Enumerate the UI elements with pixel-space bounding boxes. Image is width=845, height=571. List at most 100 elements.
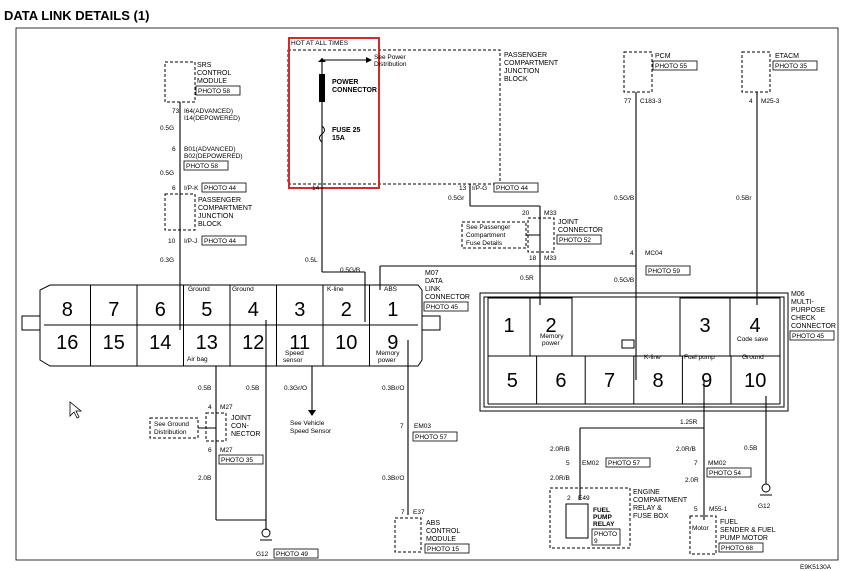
motor-label: Motor <box>692 525 709 532</box>
ecrfb-label: ENGINE <box>633 489 660 496</box>
srs-jb-label3: JUNCTION <box>198 213 233 220</box>
relay-photo-num: 9 <box>594 538 598 545</box>
mc04-label: MC04 <box>645 250 663 257</box>
m33b-label: M33 <box>544 255 557 262</box>
photo-44c-label: PHOTO 44 <box>204 238 236 245</box>
pcjb-label2: COMPARTMENT <box>504 60 559 67</box>
wire-03g-label: 0.3G <box>160 257 174 264</box>
power-connector-icon <box>319 74 325 102</box>
m06-pin-8: 8 <box>653 370 664 392</box>
fuse-icon <box>319 125 325 143</box>
dlc-pin-2: 2 <box>341 299 352 321</box>
em02-label: EM02 <box>582 460 599 467</box>
m06-label-fuelpump: Fuel pump <box>684 354 715 361</box>
fuel-pump-motor <box>689 515 717 555</box>
m06-pin-7: 7 <box>604 370 615 392</box>
m06-label: M06 <box>791 291 805 298</box>
wire-03gro-label: 0.3Gr/O <box>284 385 307 392</box>
m06-pin-1: 1 <box>503 315 514 337</box>
m06-label2: MULTI- <box>791 299 814 306</box>
mc04-pin-label: 4 <box>630 250 634 257</box>
wire-05g-2-label: 0.5G <box>160 170 174 177</box>
mm02-pin-label: 7 <box>694 460 698 467</box>
wire-05gb-label: 0.5G/B <box>340 267 360 274</box>
em02-pin-label: 5 <box>566 460 570 467</box>
photo-15-label: PHOTO 15 <box>427 546 459 553</box>
m07-label: M07 <box>425 270 439 277</box>
abs-label3: MODULE <box>426 536 456 543</box>
dlc-label-speed: Speed <box>285 350 304 357</box>
dlc-pin-9: 9 <box>387 332 398 354</box>
photo-44b-label: PHOTO 44 <box>204 185 236 192</box>
relay-label2: PUMP <box>593 514 612 521</box>
m27-pin4-label: 4 <box>208 404 212 411</box>
dlc-pin-4: 4 <box>248 299 259 321</box>
dlc-label-power: power <box>378 357 397 364</box>
pcjb-label4: BLOCK <box>504 76 528 83</box>
jc-label: JOINT <box>231 415 252 422</box>
photo-58-label: PHOTO 58 <box>198 88 230 95</box>
photo-35b-label: PHOTO 35 <box>221 457 253 464</box>
pin-6b-label: 6 <box>172 185 176 192</box>
wire-20rb2-label: 2.0R/B <box>550 475 570 482</box>
wire-05L-label: 0.5L <box>305 257 318 264</box>
highlight-hot-at-all-times <box>288 37 380 189</box>
power-connector-label2: CONNECTOR <box>332 87 377 94</box>
pin-18-label: 18 <box>529 255 537 262</box>
pin-77-label: 77 <box>624 98 632 105</box>
pcjb-label3: JUNCTION <box>504 68 539 75</box>
dlc-pin-12: 12 <box>242 332 264 354</box>
m06-connector-body <box>479 292 789 412</box>
wire-05br-label: 0.5Br <box>736 195 752 202</box>
sender-label3: PUMP MOTOR <box>720 535 768 542</box>
ground-g12-right-icon <box>761 483 771 493</box>
m33-label: M33 <box>544 210 557 217</box>
abs-label: ABS <box>426 520 440 527</box>
pcm-label: PCM <box>655 53 671 60</box>
dlc-label-ground-4: Ground <box>232 286 254 293</box>
figure-code: E9K5130A <box>800 564 832 571</box>
photo-58b-label: PHOTO 58 <box>186 163 218 170</box>
wire-05g-label: 0.5G <box>160 125 174 132</box>
m27b-label: M27 <box>220 447 233 454</box>
m06-pin-2: 2 <box>545 315 556 337</box>
pin-6-label: 6 <box>172 146 176 153</box>
fuse-rating: 15A <box>332 135 345 142</box>
pin-13-label: 13 <box>459 185 467 192</box>
ecrfb-label4: FUSE BOX <box>633 513 669 520</box>
m06-label-power: power <box>542 340 561 347</box>
dlc-pin-5: 5 <box>201 299 212 321</box>
m06-pin-6: 6 <box>555 370 566 392</box>
engine-fuse-box <box>549 487 631 549</box>
dlc-pin-3: 3 <box>294 299 305 321</box>
wire-20r-label: 2.0R <box>685 477 699 484</box>
m06-label-ground: Ground <box>742 354 764 361</box>
etacm-label: ETACM <box>775 53 799 60</box>
dlc-label-sensor: sensor <box>283 357 303 364</box>
dlc-pin-10: 10 <box>335 332 357 354</box>
sender-label: FUEL <box>720 519 738 526</box>
photo-45-label: PHOTO 45 <box>426 304 458 311</box>
abs-module <box>394 517 422 553</box>
dlc-pin-15: 15 <box>103 332 125 354</box>
diagram-frame <box>15 27 839 561</box>
b01-label: B01(ADVANCED) <box>184 146 236 153</box>
pcm-module <box>623 51 653 93</box>
m06-pin-3: 3 <box>699 315 710 337</box>
dlc-connector-body <box>39 284 423 367</box>
etacm-pin-label: 4 <box>749 98 753 105</box>
wire-125r-label: 1.25R <box>680 419 698 426</box>
photo-68-label: PHOTO 68 <box>721 545 753 552</box>
dlc-label-airbag: Air bag <box>187 356 208 363</box>
i64-label: I64(ADVANCED) <box>184 108 233 115</box>
m06-pin-10: 10 <box>744 370 766 392</box>
m551-pin-label: 5 <box>694 506 698 513</box>
arrow-right-icon <box>366 57 372 63</box>
wire-05gb-pcm-label: 0.5G/B <box>614 195 634 202</box>
e37-label: E37 <box>413 509 425 516</box>
m551-label: M55-1 <box>709 506 728 513</box>
srs-jb-label: PASSENGER <box>198 197 241 204</box>
dlc-pin-6: 6 <box>155 299 166 321</box>
